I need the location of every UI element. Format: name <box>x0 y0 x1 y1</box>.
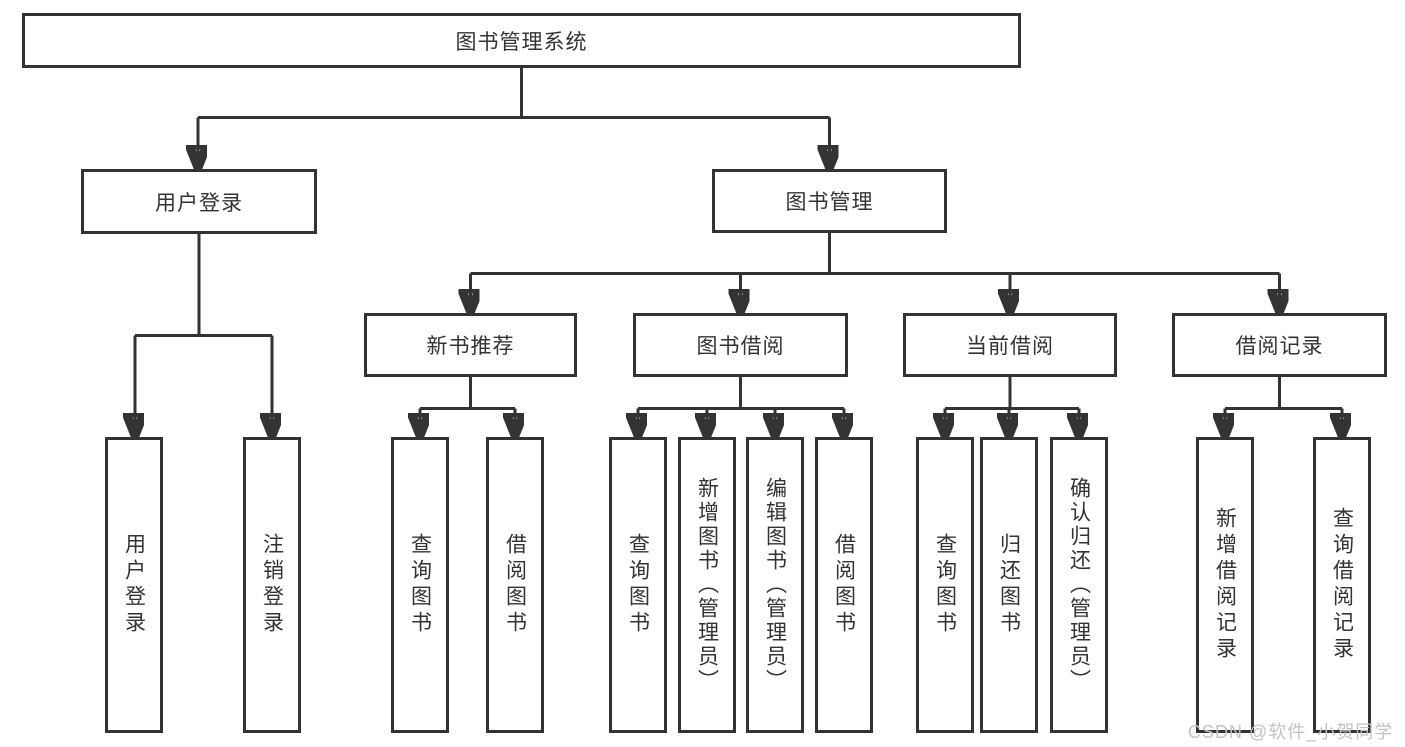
node-user-login: 用户登录 <box>81 169 317 234</box>
node-book-management: 图书管理 <box>712 169 947 233</box>
node-label: 新增借阅记录 <box>1213 507 1237 663</box>
leaf-edit-books-admin: 编辑图书（管理员） <box>746 437 804 733</box>
node-label: 借阅图书 <box>832 533 856 637</box>
leaf-query-books: 查询图书 <box>609 437 667 733</box>
node-label: 当前借阅 <box>966 335 1054 358</box>
leaf-logout: 注销登录 <box>243 437 301 733</box>
leaf-return-books: 归还图书 <box>980 437 1038 733</box>
node-book-borrow: 图书借阅 <box>633 313 848 377</box>
node-label: 注销登录 <box>260 533 284 637</box>
leaf-add-borrow-record: 新增借阅记录 <box>1196 437 1254 733</box>
node-label: 借阅记录 <box>1235 335 1324 358</box>
leaf-query-books: 查询图书 <box>391 437 449 733</box>
node-label: 新书推荐 <box>426 335 515 358</box>
leaf-query-books: 查询图书 <box>916 437 974 733</box>
node-label: 新增图书（管理员） <box>695 477 719 693</box>
leaf-query-borrow-record: 查询借阅记录 <box>1313 437 1371 733</box>
node-label: 查询图书 <box>933 533 957 637</box>
node-label: 用户登录 <box>122 533 146 637</box>
leaf-user-login: 用户登录 <box>105 437 163 733</box>
node-label: 图书借阅 <box>696 335 785 358</box>
node-new-book-recommend: 新书推荐 <box>364 313 577 377</box>
node-label: 确认归还（管理员） <box>1067 477 1091 693</box>
node-library-management-system: 图书管理系统 <box>22 13 1021 68</box>
node-label: 查询图书 <box>626 533 650 637</box>
node-label: 图书管理系统 <box>455 30 588 54</box>
node-label: 归还图书 <box>997 533 1021 637</box>
leaf-confirm-return-admin: 确认归还（管理员） <box>1050 437 1108 733</box>
node-label: 编辑图书（管理员） <box>763 477 787 693</box>
node-label: 查询图书 <box>408 533 432 637</box>
node-current-borrow: 当前借阅 <box>903 313 1117 377</box>
node-label: 查询借阅记录 <box>1330 507 1354 663</box>
node-borrow-records: 借阅记录 <box>1172 313 1387 377</box>
csdn-watermark: CSDN @软件_小贺同学 <box>1188 722 1394 742</box>
node-label: 借阅图书 <box>503 533 527 637</box>
leaf-add-books-admin: 新增图书（管理员） <box>678 437 736 733</box>
node-label: 用户登录 <box>155 191 243 215</box>
node-label: 图书管理 <box>785 191 874 214</box>
leaf-borrow-books: 借阅图书 <box>815 437 873 733</box>
leaf-borrow-books: 借阅图书 <box>486 437 544 733</box>
